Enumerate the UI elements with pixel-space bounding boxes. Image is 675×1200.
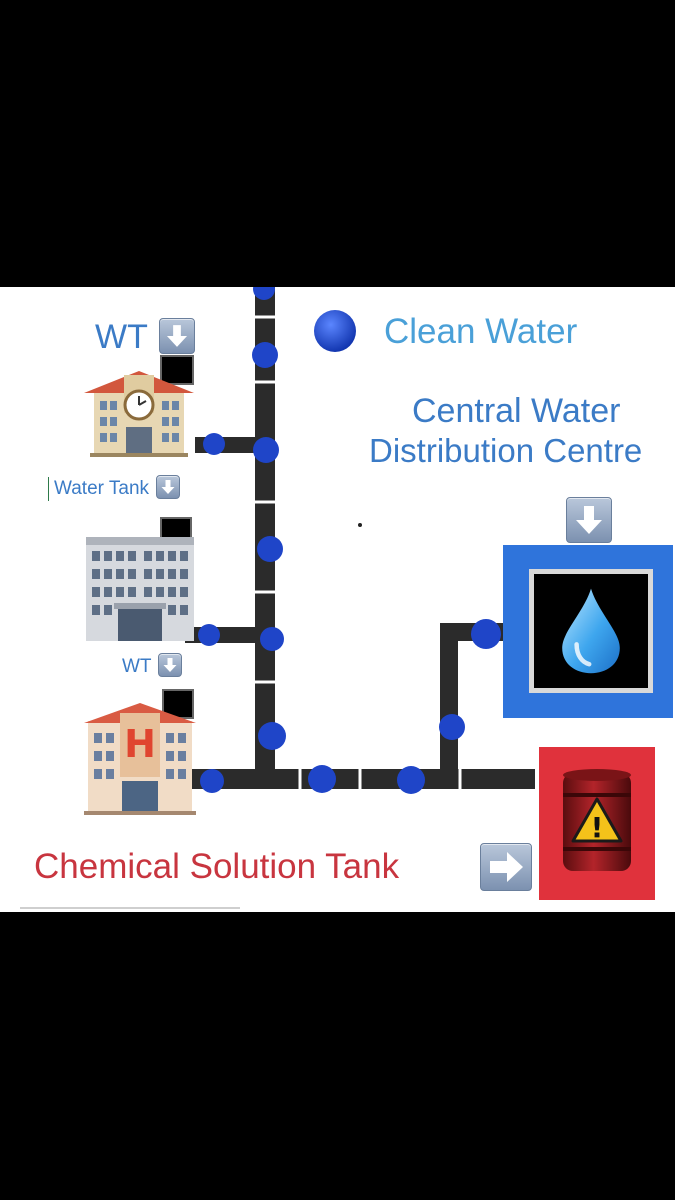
- school-water-tank: [160, 355, 194, 385]
- valve: [200, 769, 224, 793]
- barrel-warning-icon: !: [563, 769, 631, 871]
- school-tank-label: WT: [95, 318, 195, 357]
- valve: [198, 624, 220, 646]
- centre-riser-pipe: [440, 623, 458, 783]
- chemical-solution-tank-label: Chemical Solution Tank: [34, 847, 400, 886]
- valve: [203, 433, 225, 455]
- valve: [253, 437, 279, 463]
- down-arrow-icon: [156, 475, 181, 499]
- hospital-tank-label: WT: [122, 653, 183, 679]
- office-tank-label-text: Water Tank: [54, 478, 150, 500]
- hospital-building-icon: H: [82, 699, 198, 815]
- down-arrow-icon: [158, 653, 183, 677]
- water-drop-icon: [562, 588, 620, 674]
- valve: [257, 536, 283, 562]
- right-arrow-icon: [480, 843, 532, 891]
- central-distribution-centre: [503, 545, 673, 718]
- hospital-water-tank: [162, 689, 194, 719]
- legend-clean-water-label: Clean Water: [384, 312, 578, 351]
- valve: [308, 765, 336, 793]
- centre-title-line1: Central Water: [412, 392, 621, 430]
- valve: [439, 714, 465, 740]
- chemical-solution-tank: !: [539, 747, 655, 900]
- valve: [252, 342, 278, 368]
- valve: [253, 287, 275, 300]
- stray-dot: [358, 523, 362, 527]
- valves: [198, 287, 501, 794]
- hospital-h-sign: H: [124, 722, 156, 766]
- office-tank-label: Water Tank: [48, 475, 181, 501]
- centre-inner-frame: [529, 569, 653, 693]
- pipe-joints: [255, 315, 462, 789]
- office-building-icon: [84, 535, 196, 643]
- school-building-icon: [80, 365, 198, 457]
- valve: [397, 766, 425, 794]
- centre-title-line2: Distribution Centre: [369, 432, 643, 469]
- blue-dot-icon: [314, 310, 356, 352]
- water-network-diagram: Clean Water Central Water Distribution C…: [0, 287, 675, 912]
- pipes: [178, 287, 550, 789]
- warning-mark: !: [591, 811, 604, 844]
- down-arrow-icon: [566, 497, 612, 543]
- bottom-divider: [20, 907, 240, 909]
- bottom-horizontal-pipe: [178, 769, 535, 789]
- hospital-tank-label-text: WT: [122, 656, 152, 678]
- valve: [471, 619, 501, 649]
- valve: [260, 627, 284, 651]
- school-tank-label-text: WT: [95, 318, 148, 356]
- office-branch-pipe: [185, 627, 267, 643]
- down-arrow-icon: [158, 318, 195, 355]
- pipe-network: [178, 287, 550, 794]
- valve: [258, 722, 286, 750]
